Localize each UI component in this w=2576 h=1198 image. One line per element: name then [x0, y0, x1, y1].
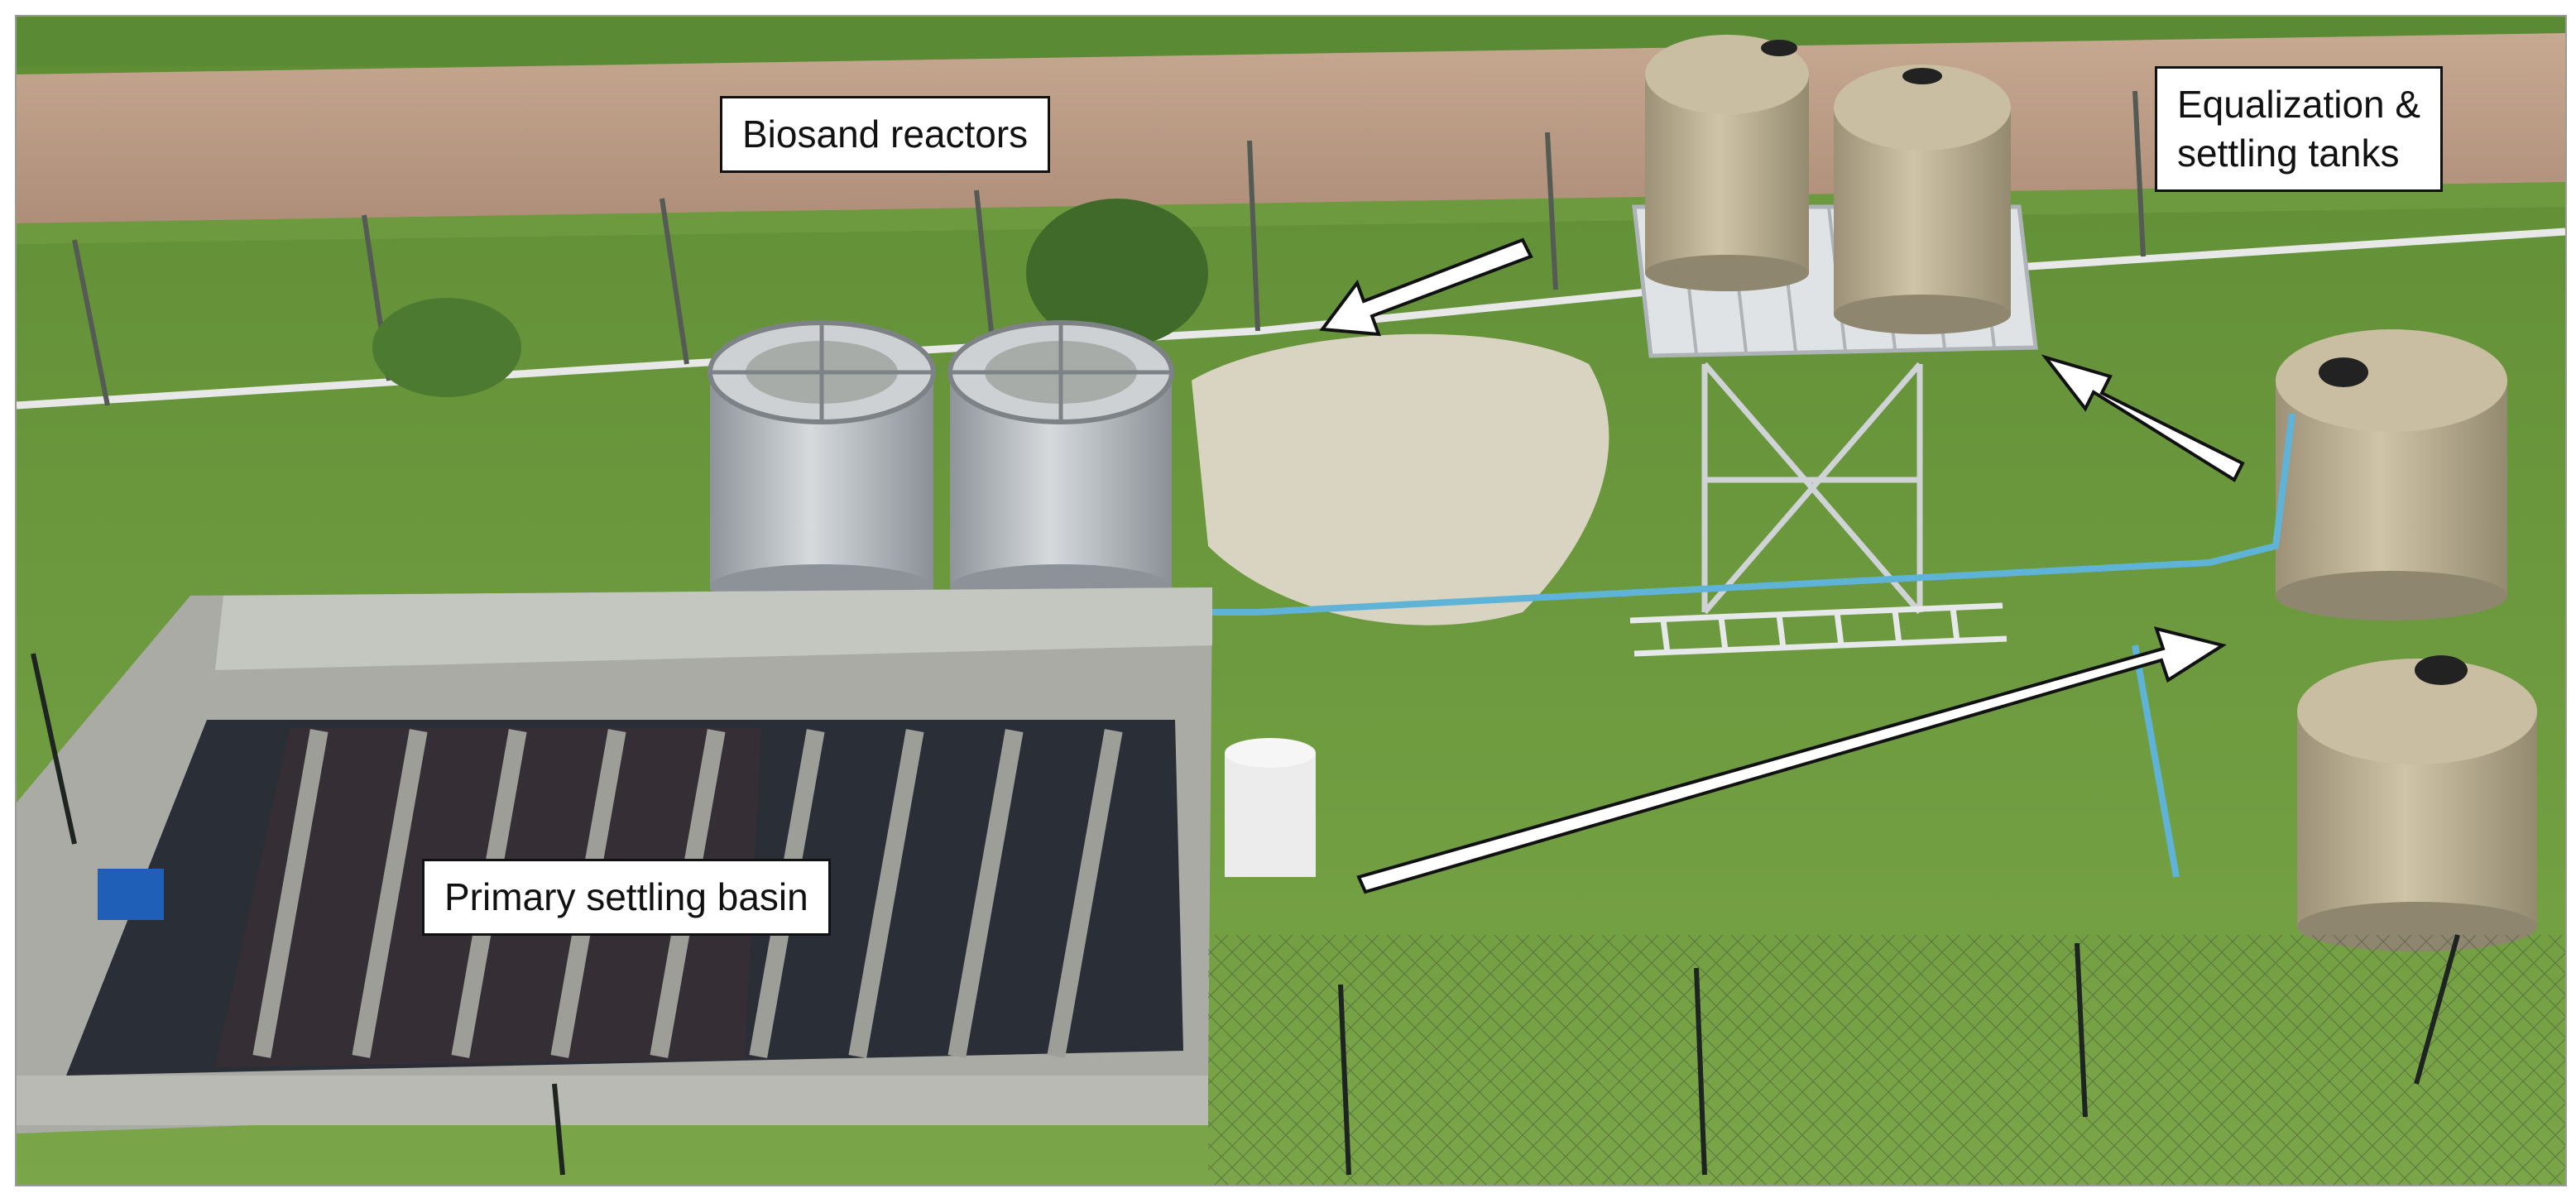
label-biosand-text: Biosand reactors [742, 113, 1029, 156]
label-primary-text: Primary settling basin [444, 875, 808, 918]
scene [17, 17, 2565, 1185]
label-biosand-reactors: Biosand reactors [720, 96, 1051, 173]
ladder [1629, 602, 2008, 657]
bush-left [372, 298, 521, 397]
biosand-reactor-left [708, 320, 936, 611]
white-barrel [1225, 738, 1316, 877]
label-primary-settling-basin: Primary settling basin [422, 859, 831, 936]
sandy-patch [1192, 333, 1609, 625]
arrows [1319, 237, 2245, 894]
arrow-to-equalization [2041, 354, 2245, 482]
front-fence-mesh [1208, 935, 2565, 1185]
label-equalization-line2: settling tanks [2177, 131, 2400, 175]
label-equalization-tanks: Equalization & settling tanks [2155, 66, 2444, 192]
label-equalization-line1: Equalization & [2177, 83, 2421, 126]
blue-container [98, 869, 164, 920]
tank-tower [1701, 362, 1923, 615]
biosand-reactor-right [947, 320, 1174, 611]
back-fence-posts [72, 90, 2146, 406]
settling-tank-lower [2297, 655, 2537, 951]
equalization-tank-1 [1645, 35, 1809, 291]
front-fence-posts [31, 653, 2460, 1176]
equalization-tank-2 [1834, 65, 2011, 334]
settling-tank-upper [2276, 329, 2507, 621]
arrow-to-settling [1356, 626, 2228, 894]
bush [1026, 199, 1208, 347]
aerial-photo [15, 15, 2567, 1186]
arrow-to-biosand [1319, 237, 1533, 337]
